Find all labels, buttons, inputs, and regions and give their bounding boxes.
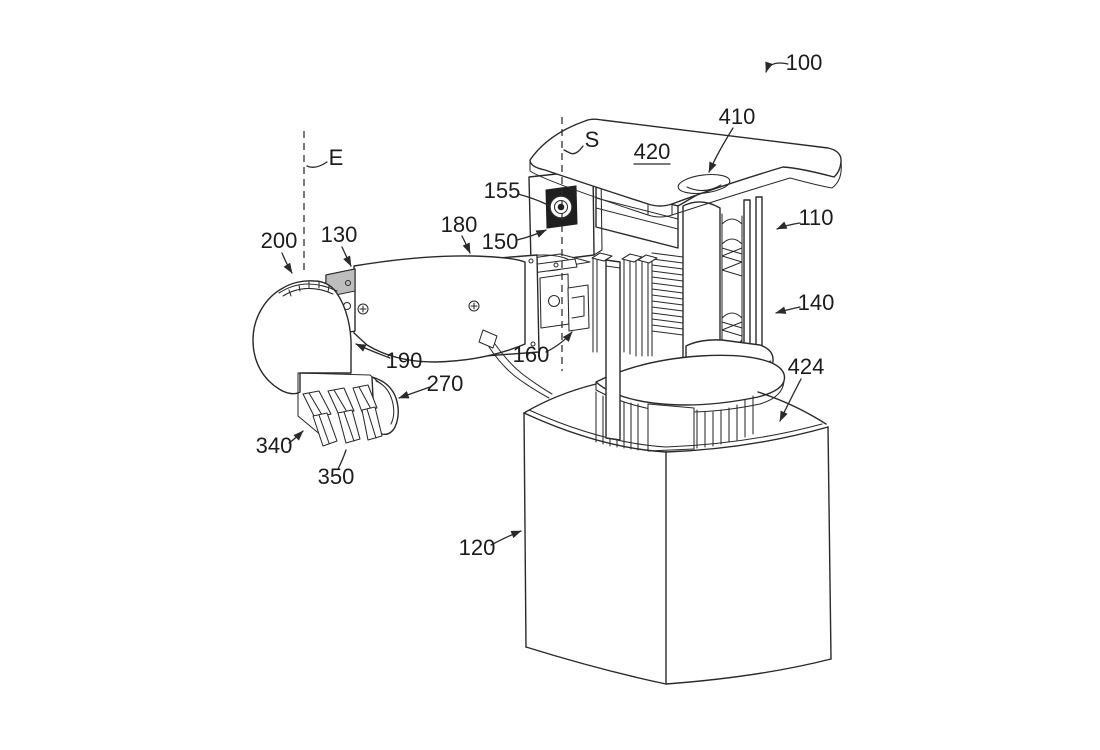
- ref-label-100: 100: [786, 50, 823, 75]
- palm: [253, 281, 351, 394]
- spring-column: [722, 214, 742, 352]
- mid-plate: [596, 355, 785, 412]
- finger-2: [328, 388, 360, 443]
- ref-label-S: S: [585, 127, 600, 152]
- ref-label-420: 420: [634, 139, 671, 164]
- finger-block: [298, 373, 381, 436]
- finger-1: [303, 391, 337, 446]
- ref-label-340: 340: [256, 433, 293, 458]
- ref-label-190: 190: [386, 348, 423, 373]
- cable: [479, 330, 552, 398]
- knuckle-band: [279, 282, 337, 296]
- ref-label-150: 150: [482, 229, 519, 254]
- reference-numerals: 100 410 420 S 155 150 180 130 200 E 190 …: [256, 50, 835, 560]
- ref-label-424: 424: [788, 354, 825, 379]
- ref-label-180: 180: [441, 212, 478, 237]
- ref-label-140: 140: [798, 290, 835, 315]
- ref-label-155: 155: [484, 178, 521, 203]
- table-hole-410: [677, 172, 731, 196]
- ref-label-350: 350: [318, 464, 355, 489]
- ref-label-110: 110: [798, 205, 833, 230]
- axis-lines: [304, 117, 562, 371]
- forearm-socket: [354, 256, 525, 362]
- rear-posts: [744, 197, 762, 358]
- prosthetic-hand: [253, 281, 398, 446]
- ref-label-E: E: [329, 145, 344, 170]
- rail-slat-stack: [652, 253, 683, 335]
- base-box: [524, 384, 831, 684]
- vertical-rails: [592, 253, 657, 440]
- ref-label-410: 410: [719, 104, 756, 129]
- table-plate: [530, 119, 841, 217]
- ref-label-200: 200: [261, 228, 298, 253]
- ref-label-130: 130: [321, 222, 358, 247]
- ref-label-270: 270: [427, 371, 464, 396]
- leader-lines: [282, 61, 801, 545]
- ref-label-160: 160: [513, 342, 550, 367]
- finger-3: [353, 385, 382, 440]
- ref-label-120: 120: [459, 535, 496, 560]
